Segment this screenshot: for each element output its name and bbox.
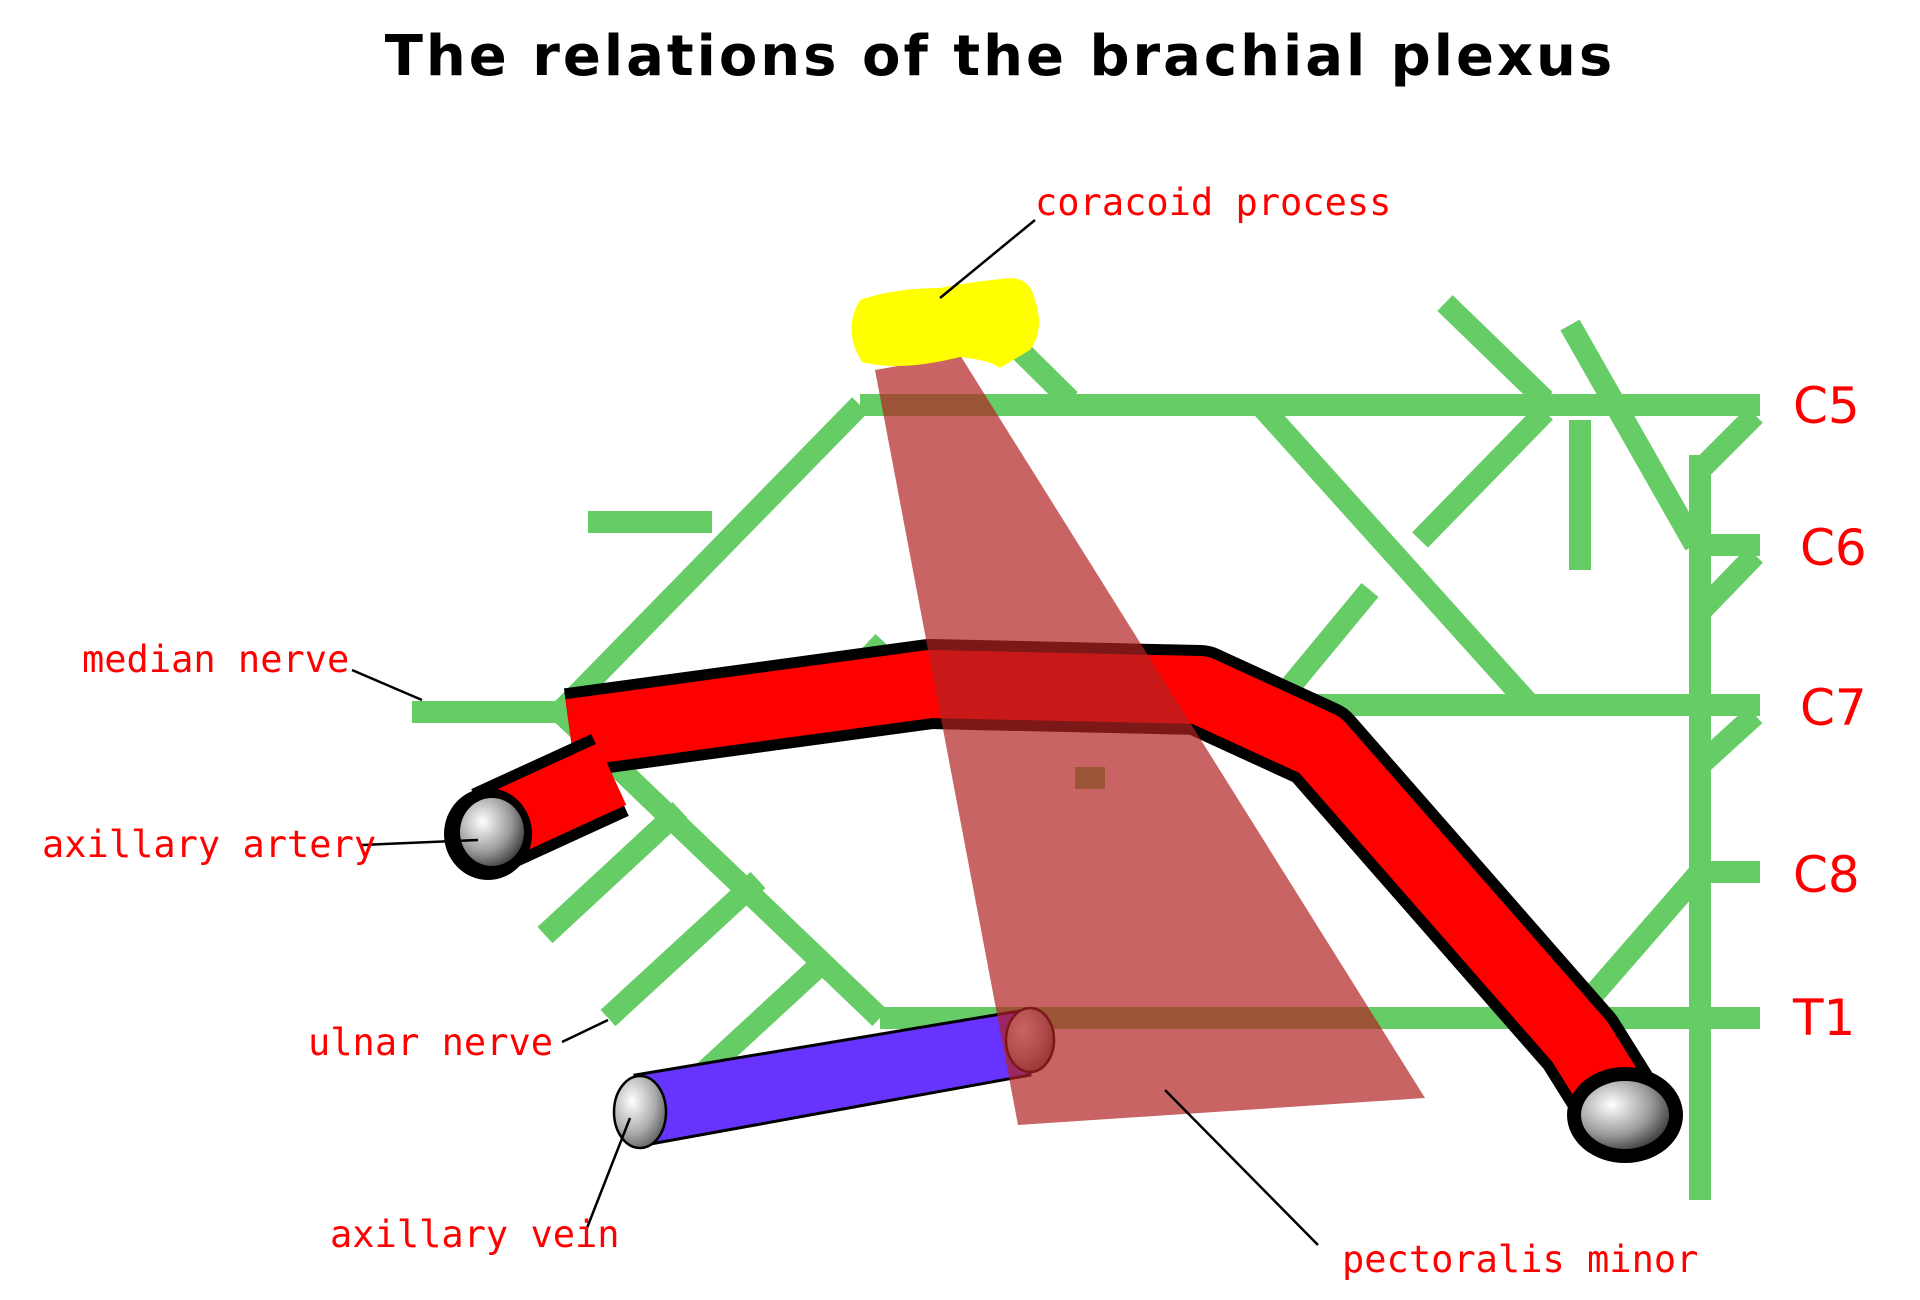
coracoid-process xyxy=(851,278,1039,368)
ulnar-nerve-leader xyxy=(561,1018,609,1044)
root-label-c8: C8 xyxy=(1793,846,1860,904)
axillary-artery-body xyxy=(565,650,1664,1149)
axillary-vein-end-proximal xyxy=(612,1074,668,1150)
axillary-artery xyxy=(444,639,1683,1163)
lateral-cord xyxy=(552,397,868,720)
axillary-vein-body xyxy=(633,1008,1032,1147)
coracoid-leader xyxy=(939,219,1036,299)
pectoralis-minor-leader xyxy=(1164,1089,1319,1246)
ulnar-nerve-branch xyxy=(600,871,766,1027)
posterior-division xyxy=(1251,397,1539,713)
axillary-artery-label: axillary artery xyxy=(42,823,376,866)
root-label-c5: C5 xyxy=(1793,377,1860,435)
medial-cutaneous-branch xyxy=(537,801,688,944)
c7-junction xyxy=(1692,706,1763,774)
axillary-vein-leader xyxy=(585,1117,632,1229)
subclavius-branch xyxy=(1412,404,1553,548)
pectoralis-minor xyxy=(875,355,1425,1125)
suprascapular-nerve xyxy=(1437,295,1553,408)
diagram-title: The relations of the brachial plexus xyxy=(385,24,1616,89)
leader-lines xyxy=(351,219,1319,1246)
axillary-vein-label: axillary vein xyxy=(330,1213,620,1256)
axillary-artery-leader xyxy=(361,838,479,847)
median-nerve-leader xyxy=(351,668,423,702)
ulnar-nerve-label: ulnar nerve xyxy=(308,1021,553,1064)
c6-junction xyxy=(1692,547,1763,620)
lower-trunk xyxy=(1571,864,1709,1018)
dorsal-scapular-nerve xyxy=(1560,319,1705,551)
pectoralis-minor-label: pectoralis minor xyxy=(1342,1238,1698,1281)
c5-junction xyxy=(1692,407,1763,478)
median-nerve-label: median nerve xyxy=(82,638,349,681)
root-label-c6: C6 xyxy=(1800,519,1867,577)
axillary-artery-end-proximal-face xyxy=(460,798,524,866)
coracoid-process-label: coracoid process xyxy=(1035,181,1391,224)
axillary-artery-end-distal-face xyxy=(1581,1081,1669,1149)
root-label-c7: C7 xyxy=(1800,679,1867,737)
axillary-vein xyxy=(612,1006,1056,1150)
root-label-t1: T1 xyxy=(1792,989,1855,1047)
